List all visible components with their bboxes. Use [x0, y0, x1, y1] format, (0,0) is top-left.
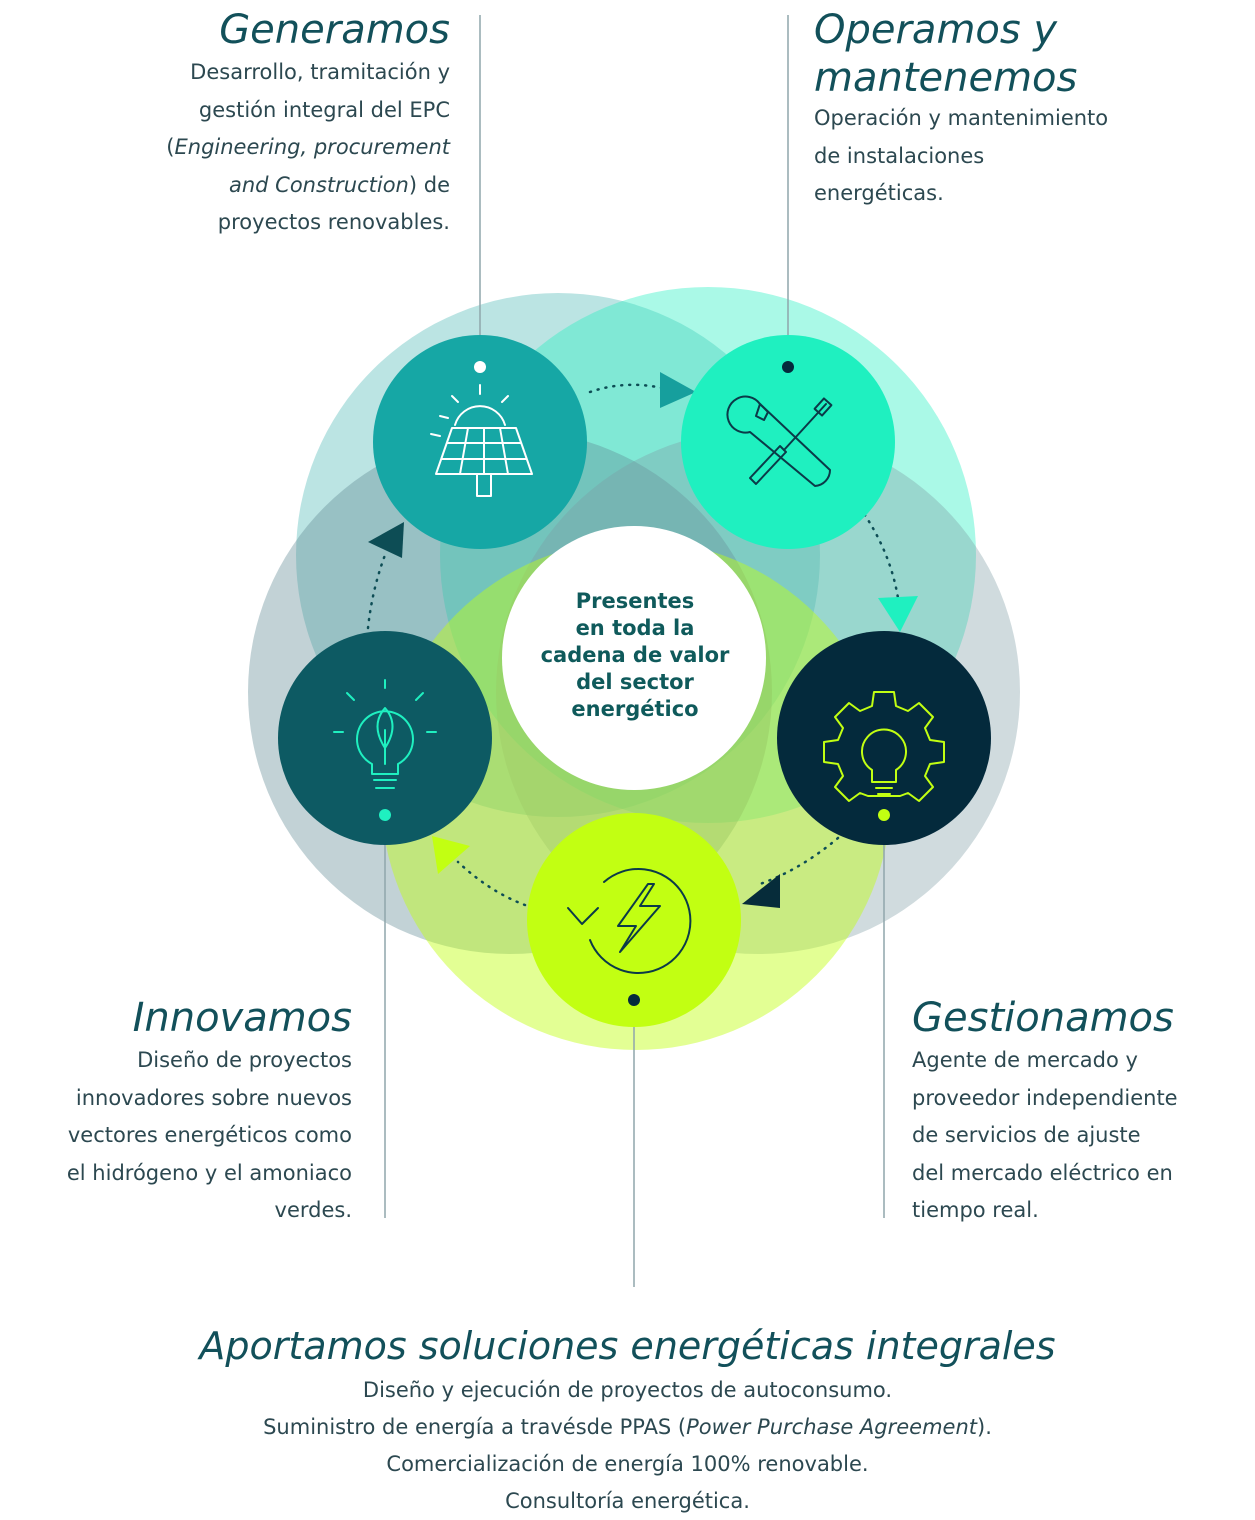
desc-line: proveedor independiente: [912, 1085, 1178, 1110]
desc-line: energéticas.: [814, 181, 944, 205]
desc-line: el hidrógeno y el amoniaco: [66, 1160, 352, 1185]
generamos-dot: [474, 361, 486, 373]
innovamos-title: Innovamos: [132, 995, 352, 1041]
desc-line: (Engineering, procurement: [166, 129, 450, 167]
gestionamos-title: Gestionamos: [912, 995, 1174, 1041]
desc-line: innovadores sobre nuevos: [75, 1085, 352, 1110]
operamos-dot: [782, 361, 794, 373]
operamos-title: Operamos y mantenemos: [814, 6, 1077, 102]
aportamos-description: Diseño y ejecución de proyectos de autoc…: [0, 1372, 1255, 1520]
desc-line: Desarrollo, tramitación y: [190, 60, 450, 84]
gestionamos-dot: [878, 809, 890, 821]
wrench-screwdriver-icon: [726, 395, 833, 487]
arrow-innovamos-to-generamos: [368, 522, 404, 558]
center-line: cadena de valor: [540, 643, 730, 667]
arrow-operamos-to-gestionamos: [878, 596, 918, 632]
epc-term-part1: Engineering, procurement: [174, 135, 451, 159]
desc-line: Suministro de energía a travésde PPAS (P…: [0, 1409, 1255, 1446]
operamos-title-line: mantenemos: [814, 55, 1078, 101]
cycle-path: [366, 383, 900, 907]
center-statement: Presentes en toda la cadena de valor del…: [505, 588, 765, 723]
innovamos-description: Diseño de proyectos innovadores sobre nu…: [67, 1042, 352, 1230]
desc-line: Diseño de proyectos: [137, 1048, 352, 1072]
innovamos-dot: [379, 809, 391, 821]
connector-lines: [384, 15, 885, 1287]
desc-line: and Construction) de: [166, 167, 450, 205]
desc-line: proyectos renovables.: [217, 210, 450, 234]
desc-line: de instalaciones: [814, 143, 985, 168]
gestionamos-node: [777, 631, 991, 845]
paren-close: ) de: [408, 172, 450, 197]
arrow-gestionamos-to-aportamos: [742, 874, 780, 908]
center-circle: [502, 526, 766, 790]
desc-line: Consultoría energética.: [505, 1489, 750, 1513]
ppa-term: Power Purchase Agreement: [686, 1415, 978, 1439]
generamos-title: Generamos: [219, 7, 450, 53]
aportamos-node: [527, 813, 741, 1027]
aportamos-dot: [628, 994, 640, 1006]
operamos-node: [681, 335, 895, 549]
desc-line: gestión integral del EPC: [198, 97, 450, 122]
operamos-title-line: Operamos y: [814, 7, 1058, 53]
aportamos-title: Aportamos soluciones energéticas integra…: [199, 1324, 1056, 1368]
gestionamos-description: Agente de mercado y proveedor independie…: [912, 1042, 1178, 1230]
lightning-cycle-icon: [567, 868, 692, 974]
epc-term-part2: and Construction: [228, 172, 409, 197]
desc-line: Comercialización de energía 100% renovab…: [386, 1452, 869, 1476]
gear-bulb-icon: [823, 691, 945, 802]
desc-line: verdes.: [274, 1198, 352, 1222]
center-line: energético: [571, 697, 699, 721]
desc-line: Operación y mantenimiento: [814, 106, 1109, 130]
arrow-generamos-to-operamos: [660, 372, 696, 408]
desc-line: de servicios de ajuste: [912, 1123, 1141, 1147]
desc-line: del mercado eléctrico en: [912, 1160, 1173, 1185]
center-line: en toda la: [575, 616, 695, 640]
desc-line: vectores energéticos como: [67, 1123, 352, 1147]
ppa-text: Suministro de energía a travésde PPAS (: [263, 1415, 687, 1439]
desc-line: Agente de mercado y: [912, 1048, 1138, 1072]
center-line: Presentes: [575, 589, 695, 613]
solar-panel-icon: [430, 384, 533, 497]
generamos-description: Desarrollo, tramitación y gestión integr…: [166, 54, 450, 242]
desc-line: Diseño y ejecución de proyectos de autoc…: [362, 1378, 893, 1402]
arrow-aportamos-to-innovamos: [432, 836, 470, 874]
center-line: del sector: [576, 670, 694, 694]
paren-open: (: [166, 135, 175, 159]
leaf-bulb-icon: [333, 679, 437, 789]
ppa-close: ).: [977, 1415, 992, 1439]
desc-line: tiempo real.: [912, 1198, 1039, 1222]
operamos-description: Operación y mantenimiento de instalacion…: [814, 100, 1108, 213]
